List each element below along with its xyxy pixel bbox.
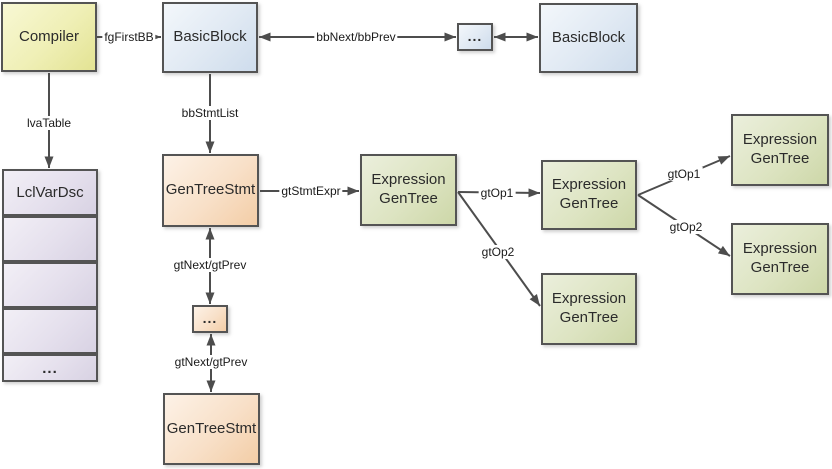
- node-expression-gentree-3: Expression GenTree: [541, 273, 637, 345]
- edge-label-gtop2-right: gtOp2: [667, 220, 705, 234]
- edge-label-lvatable: lvaTable: [24, 116, 74, 130]
- lclvardsc-empty-cell: [2, 216, 98, 262]
- node-basicblock-2: BasicBlock: [539, 3, 638, 73]
- node-gentreestmt-ellipsis: ...: [192, 305, 228, 333]
- node-expression-gentree-1: Expression GenTree: [360, 154, 457, 226]
- edge-label-gtnext-gtprev-lower: gtNext/gtPrev: [172, 355, 250, 369]
- edge-label-gtop1-right: gtOp1: [665, 167, 703, 181]
- node-expression-gentree-5: Expression GenTree: [731, 223, 829, 295]
- node-lclvardsc-table: LclVarDsc ...: [2, 169, 98, 382]
- edge-label-gtstmtexpr: gtStmtExpr: [279, 184, 343, 198]
- node-gentreestmt-2: GenTreeStmt: [163, 393, 260, 465]
- node-compiler: Compiler: [1, 2, 97, 72]
- node-expression-gentree-4: Expression GenTree: [731, 114, 829, 186]
- node-basicblock-ellipsis: ...: [457, 23, 493, 51]
- lclvardsc-empty-cell: [2, 308, 98, 354]
- edge-label-bbstmtlist: bbStmtList: [179, 106, 241, 120]
- edge-label-fgfirstbb: fgFirstBB: [102, 30, 156, 44]
- lclvardsc-ellipsis-cell: ...: [2, 354, 98, 382]
- lclvardsc-header-cell: LclVarDsc: [2, 169, 98, 216]
- node-expression-gentree-2: Expression GenTree: [541, 160, 637, 230]
- edge-label-gtop2-mid: gtOp2: [479, 245, 517, 259]
- node-basicblock-1: BasicBlock: [162, 2, 258, 73]
- node-gentreestmt-1: GenTreeStmt: [162, 154, 259, 227]
- edge-label-bbnext-bbprev: bbNext/bbPrev: [314, 30, 398, 44]
- edge-label-gtop1-mid: gtOp1: [478, 186, 516, 200]
- lclvardsc-empty-cell: [2, 262, 98, 308]
- edge-label-gtnext-gtprev-upper: gtNext/gtPrev: [171, 258, 249, 272]
